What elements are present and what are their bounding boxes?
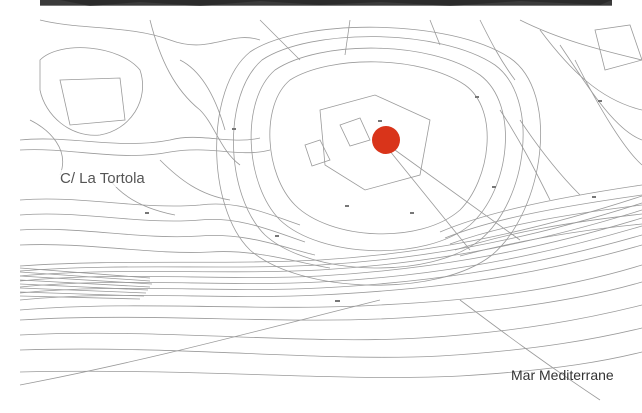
street-label: C/ La Tortola: [58, 170, 147, 187]
contour-lines: [19, 19, 642, 401]
aerial-photo-strip: [0, 0, 642, 8]
location-dot-icon: [372, 126, 400, 154]
sea-label: Mar Mediterrane: [511, 367, 614, 383]
spot-elevations: [145, 96, 602, 302]
